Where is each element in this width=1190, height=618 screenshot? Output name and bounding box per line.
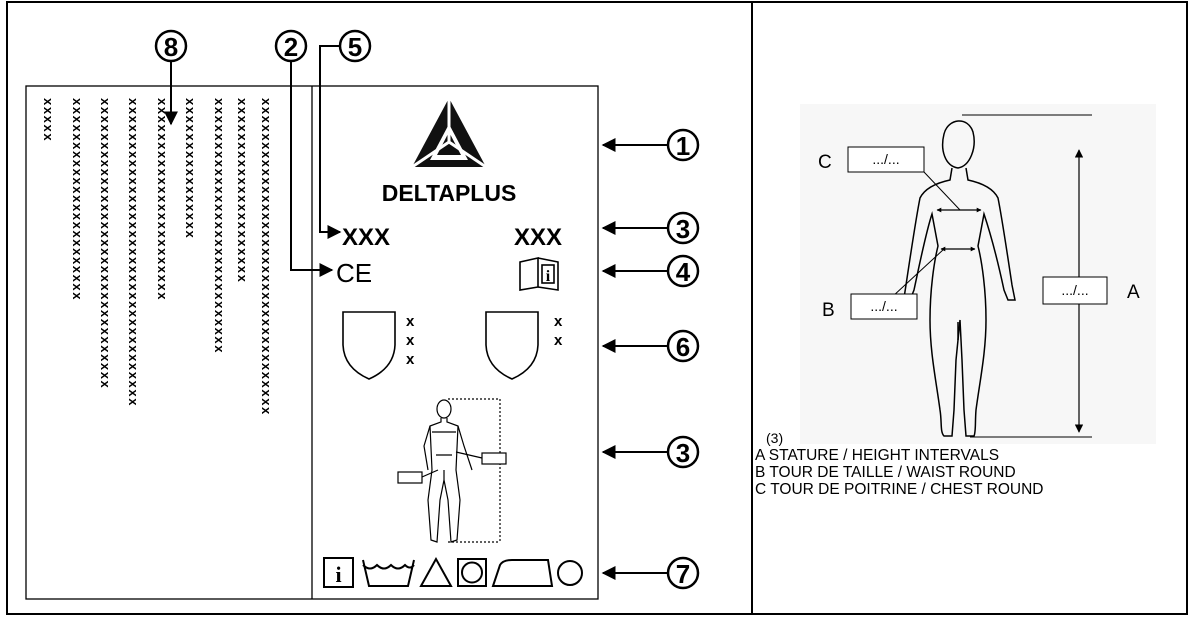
box-a: [1042, 276, 1108, 305]
shield-right-mark-1: x: [554, 313, 563, 330]
shield-left-mark-3: x: [406, 351, 415, 368]
bleach-triangle-icon: [419, 556, 453, 587]
callout-1: 1: [666, 128, 700, 162]
shield-left-mark-2: x: [406, 332, 415, 349]
outer-frame: [6, 1, 1188, 615]
tumble-dry-icon: [457, 558, 487, 587]
shield-right-icon: [485, 311, 539, 380]
code-left: XXX: [342, 224, 390, 251]
info-book-icon: i: [519, 257, 559, 291]
leader-b: [891, 248, 945, 298]
leader-5: [319, 45, 342, 239]
svg-text:2: 2: [284, 32, 298, 62]
callout-6: 6: [666, 329, 700, 363]
ce-mark: CE: [336, 258, 372, 288]
box-c: [847, 146, 925, 173]
leader-2: [290, 62, 334, 277]
svg-text:5: 5: [348, 32, 362, 62]
text-column-7: xxxxxxxxxxxxxxxxxxxxxxxxxxxxx: [212, 98, 227, 354]
text-column-5: xxxxxxxxxxxxxxxxxxxxxxx: [155, 98, 170, 301]
callout-7: 7: [666, 556, 700, 590]
svg-text:7: 7: [676, 559, 690, 589]
legend-line-b: B TOUR DE TAILLE / WAIST ROUND: [755, 464, 1016, 481]
care-info-icon: i: [323, 557, 354, 588]
label-a: A: [1127, 282, 1140, 303]
shield-right-mark-2: x: [554, 332, 563, 349]
svg-text:4: 4: [676, 257, 691, 287]
box-a-value: .../...: [1061, 282, 1088, 298]
text-column-8: xxxxxxxxxxxxxxxxxxxxx: [235, 98, 250, 283]
callout-2: 2: [274, 29, 308, 63]
callout-4: 4: [666, 254, 700, 288]
brand-name: DELTAPLUS: [382, 180, 517, 206]
dry-clean-circle-icon: [557, 560, 583, 586]
callout-3-top: 3: [666, 211, 700, 245]
callout-5: 5: [338, 29, 372, 63]
wash-tub-icon: [362, 559, 415, 587]
shield-left-icon: [342, 311, 396, 380]
text-column-4: xxxxxxxxxxxxxxxxxxxxxxxxxxxxxxxxxxx: [126, 98, 141, 407]
deltaplus-logo-icon: [411, 98, 487, 169]
svg-text:i: i: [546, 268, 551, 285]
callout-3-bottom: 3: [666, 435, 700, 469]
callout-8: 8: [154, 29, 188, 63]
svg-text:i: i: [335, 562, 341, 587]
text-column-1: xxxxx: [41, 98, 56, 142]
shield-left-mark-1: x: [406, 313, 415, 330]
code-right: XXX: [514, 224, 562, 251]
svg-text:6: 6: [676, 332, 690, 362]
svg-text:3: 3: [676, 438, 690, 468]
legend-line-c: C TOUR DE POITRINE / CHEST ROUND: [755, 481, 1044, 498]
label-c: C: [818, 152, 832, 173]
iron-icon: [491, 559, 554, 587]
label-b: B: [822, 300, 835, 321]
svg-text:1: 1: [676, 131, 690, 161]
text-column-2: xxxxxxxxxxxxxxxxxxxxxxx: [70, 98, 85, 301]
leader-c: [923, 171, 961, 211]
svg-text:8: 8: [164, 32, 178, 62]
box-b: [850, 293, 918, 320]
box-c-value: .../...: [872, 151, 899, 167]
svg-text:3: 3: [676, 214, 690, 244]
legend-ref: (3): [766, 430, 784, 446]
box-b-value: .../...: [870, 298, 897, 314]
text-column-6: xxxxxxxxxxxxxxxx: [183, 98, 198, 239]
text-column-9: xxxxxxxxxxxxxxxxxxxxxxxxxxxxxxxxxxxx: [259, 98, 274, 416]
label-body-figure-icon: [397, 398, 507, 543]
legend-line-a: A STATURE / HEIGHT INTERVALS: [755, 447, 1000, 464]
text-column-3: xxxxxxxxxxxxxxxxxxxxxxxxxxxxxxxxx: [98, 98, 113, 389]
